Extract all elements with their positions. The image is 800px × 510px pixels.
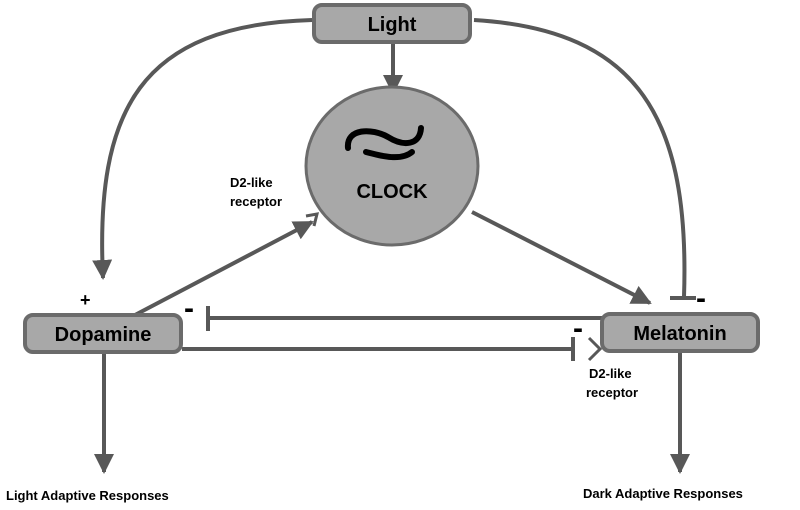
- edge-light-to-dopamine: [92, 18, 313, 280]
- d2-melatonin-label-line1: D2-like: [589, 366, 632, 381]
- edge-clock-to-melatonin: [471, 210, 652, 305]
- d2-melatonin-label-line2: receptor: [586, 385, 638, 400]
- d2-clock-label-line1: D2-like: [230, 175, 273, 190]
- receptor-mark-melatonin: [587, 336, 603, 362]
- node-light-label: Light: [368, 14, 417, 36]
- node-melatonin-label: Melatonin: [633, 323, 726, 345]
- receptor-mark-clock: [305, 212, 320, 227]
- edge-light-inhibits-melatonin: [473, 18, 687, 298]
- sign-minus-dopamine-melatonin: -: [573, 312, 583, 345]
- dark-adaptive-label: Dark Adaptive Responses: [583, 486, 743, 501]
- node-light: Light: [312, 3, 472, 44]
- sign-minus-light-melatonin: -: [696, 282, 706, 315]
- oscillation-icon: [344, 125, 424, 161]
- node-dopamine-label: Dopamine: [55, 324, 152, 346]
- d2-clock-label-line2: receptor: [230, 194, 282, 209]
- edge-dopamine-to-clock: [134, 220, 314, 317]
- node-dopamine: Dopamine: [23, 313, 183, 354]
- sign-plus-dopamine: +: [80, 290, 91, 310]
- node-clock-label: CLOCK: [356, 181, 428, 203]
- node-melatonin: Melatonin: [600, 312, 760, 353]
- node-clock: CLOCK: [304, 85, 480, 247]
- sign-minus-melatonin-dopamine: -: [184, 292, 194, 325]
- light-adaptive-label: Light Adaptive Responses: [6, 488, 169, 503]
